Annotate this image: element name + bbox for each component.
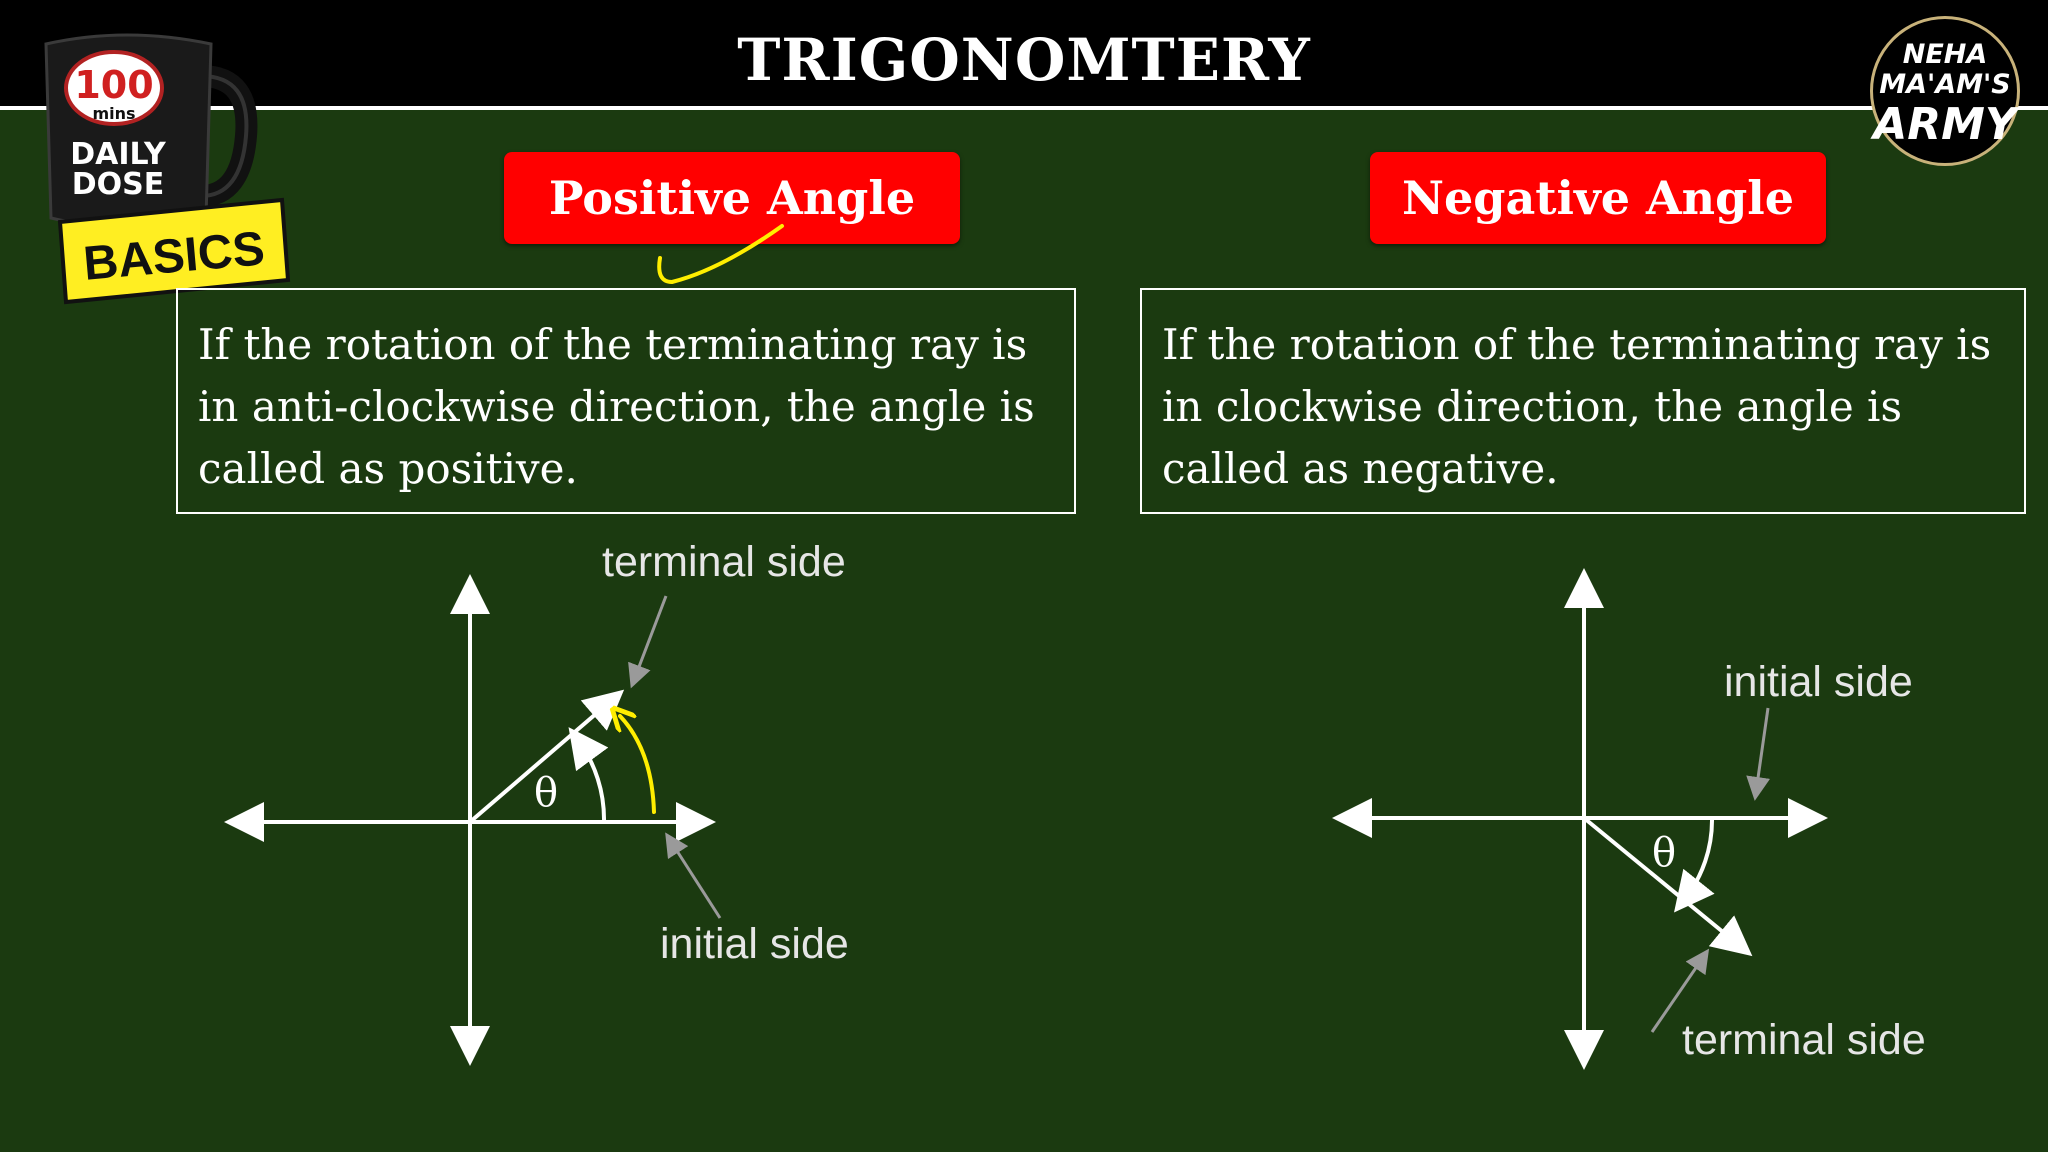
theta-positive: θ: [534, 770, 558, 816]
negative-angle-diagram: θ initial side terminal side: [1332, 568, 1926, 1070]
terminal-side-label-positive: terminal side: [602, 540, 846, 586]
initial-side-label-positive: initial side: [660, 920, 849, 968]
negative-angle-heading: Negative Angle: [1370, 152, 1826, 244]
page-title: TRIGONOMTERY: [737, 26, 1311, 94]
positive-angle-diagram: θ terminal side initial side: [224, 540, 849, 1066]
theta-negative: θ: [1652, 830, 1676, 876]
daily-dose-logo: 100 mins DAILY DOSE BASICS: [44, 33, 291, 305]
positive-angle-heading: Positive Angle: [504, 152, 960, 244]
badge-line1: NEHA: [1902, 39, 1988, 70]
terminal-side-label-negative: terminal side: [1682, 1016, 1926, 1064]
army-badge: NEHA MA'AM'S ARMY: [1870, 16, 2020, 166]
logo-daily: DAILY: [70, 137, 167, 172]
negative-definition: If the rotation of the terminating ray i…: [1140, 288, 2026, 514]
badge-line3: ARMY: [1873, 99, 2017, 150]
header-bar: [0, 0, 2048, 110]
terminal-ray-negative: [1582, 816, 1753, 957]
logo-unit: mins: [92, 104, 135, 123]
badge-line2: MA'AM'S: [1879, 69, 2011, 100]
positive-definition: If the rotation of the terminating ray i…: [176, 288, 1076, 514]
terminal-ray-positive: [468, 689, 625, 824]
logo-number: 100: [74, 63, 153, 107]
logo-dose: DOSE: [72, 167, 165, 202]
initial-side-label-negative: initial side: [1724, 658, 1913, 706]
